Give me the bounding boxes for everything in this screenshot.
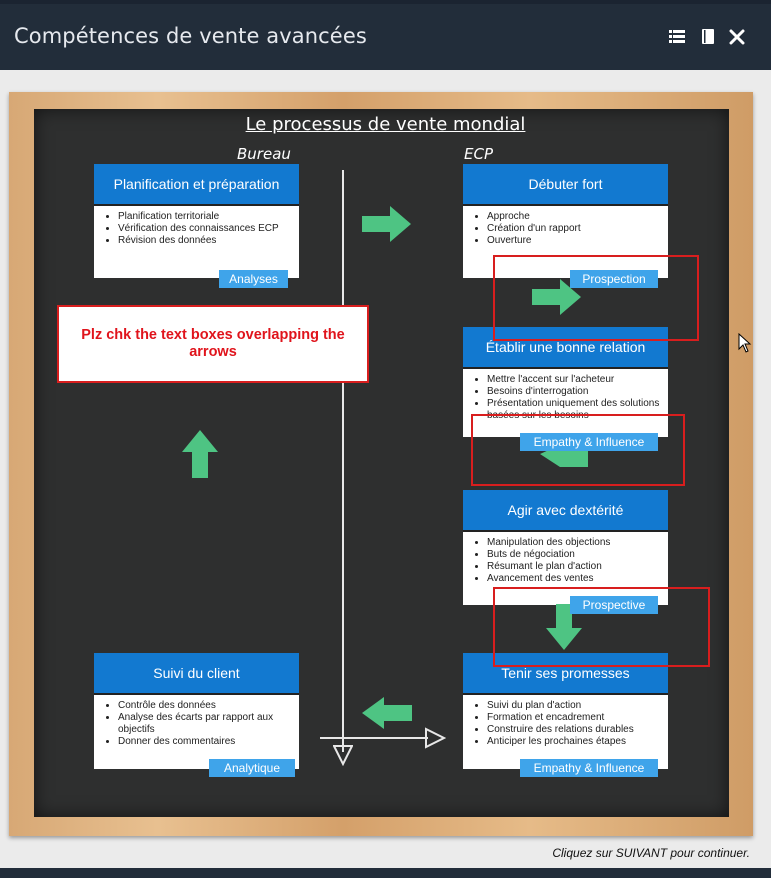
highlight-box [493,587,710,667]
card-header: Débuter fort [463,164,668,206]
card-body: Approche Création d'un rapport Ouverture [463,206,668,251]
list-item: Ouverture [487,235,662,247]
arrow-right-icon [362,206,411,242]
vertical-axis-line [342,170,344,752]
bureau-label: Bureau [237,145,291,163]
tag-prospection: Prospection [570,270,658,288]
list-item: Donner des commentaires [118,736,293,748]
card-debuter-fort: Débuter fort Approche Création d'un rapp… [463,164,668,278]
book-icon[interactable] [700,29,716,45]
diagram-title: Le processus de vente mondial [245,114,526,135]
tag-empathy-influence: Empathy & Influence [520,433,658,451]
card-tenir-promesses: Tenir ses promesses Suivi du plan d'acti… [463,653,668,769]
footer-instruction: Cliquez sur SUIVANT pour continuer. [552,846,750,860]
card-agir-dexterite: Agir avec dextérité Manipulation des obj… [463,490,668,605]
list-item: Construire des relations durables [487,724,662,736]
card-header: Établir une bonne relation [463,327,668,369]
list-item: Mettre l'accent sur l'acheteur [487,374,662,386]
card-body: Suivi du plan d'action Formation et enca… [463,695,668,752]
list-item: Résumant le plan d'action [487,561,662,573]
card-etablir-relation: Établir une bonne relation Mettre l'acce… [463,327,668,437]
title-bar: Compétences de vente avancées [0,4,771,70]
card-header: Planification et préparation [94,164,299,206]
highlight-box [493,255,699,341]
list-item: Besoins d'interrogation [487,386,662,398]
card-body: Contrôle des données Analyse des écarts … [94,695,299,752]
card-body: Manipulation des objections Buts de négo… [463,532,668,589]
list-item: Analyse des écarts par rapport aux objec… [118,712,293,736]
list-item: Buts de négociation [487,549,662,561]
list-item: Contrôle des données [118,700,293,712]
list-item: Vérification des connaissances ECP [118,223,293,235]
list-item: Formation et encadrement [487,712,662,724]
list-item: Création d'un rapport [487,223,662,235]
highlight-box [471,414,685,486]
card-header: Agir avec dextérité [463,490,668,532]
mouse-cursor-icon [738,333,752,353]
list-item: Avancement des ventes [487,573,662,585]
card-body: Planification territoriale Vérification … [94,206,299,251]
bottom-bar [0,868,771,878]
card-header: Suivi du client [94,653,299,695]
arrow-right-icon [532,279,581,315]
list-item: Planification territoriale [118,211,293,223]
tag-analyses: Analyses [219,270,288,288]
arrow-up-icon [182,430,218,478]
list-item: Approche [487,211,662,223]
horizontal-axis-line [320,737,428,739]
list-item: Anticiper les prochaines étapes [487,736,662,748]
menu-list-icon[interactable] [669,29,685,45]
card-header: Tenir ses promesses [463,653,668,695]
close-icon[interactable] [729,29,745,45]
arrow-left-icon [362,697,412,729]
list-item: Manipulation des objections [487,537,662,549]
ecp-label: ECP [464,145,493,163]
window-title: Compétences de vente avancées [14,24,367,48]
tag-empathy-influence-bottom: Empathy & Influence [520,759,658,777]
card-suivi-client: Suivi du client Contrôle des données Ana… [94,653,299,769]
top-strip [0,0,771,4]
list-item: Suivi du plan d'action [487,700,662,712]
axis-arrow-down-icon [333,745,353,766]
tag-analytique: Analytique [209,759,295,777]
annotation-note: Plz chk the text boxes overlapping the a… [57,305,369,383]
tag-prospective: Prospective [570,596,658,614]
list-item: Révision des données [118,235,293,247]
arrow-down-icon [546,604,582,650]
card-planification: Planification et préparation Planificati… [94,164,299,278]
axis-arrow-right-icon [425,727,446,749]
